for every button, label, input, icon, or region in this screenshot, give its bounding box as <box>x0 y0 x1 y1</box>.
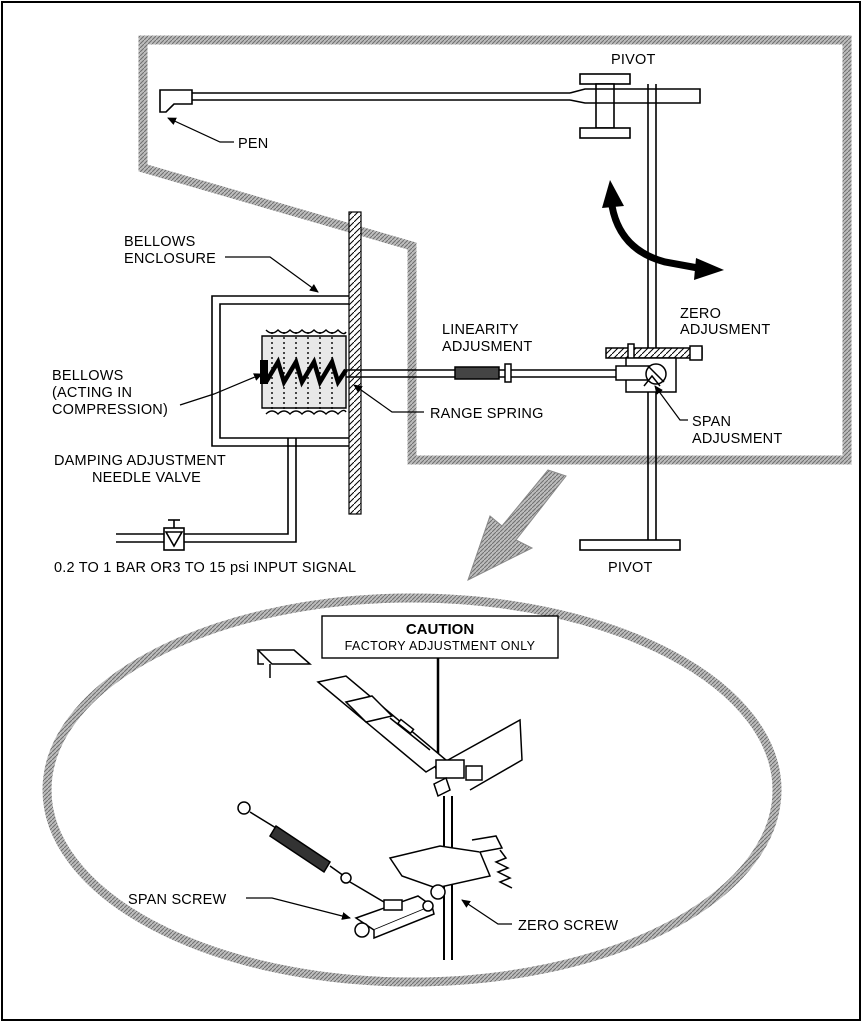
top-leader-lines <box>167 117 688 421</box>
linkage-rod <box>346 363 640 383</box>
detail-mechanism <box>237 649 523 960</box>
linearity-label-1: LINEARITY <box>442 322 519 338</box>
range-spring <box>264 356 348 388</box>
pivot-top-label: PIVOT <box>611 52 656 68</box>
zero-adjust-label-1: ZERO <box>680 306 721 322</box>
damping-label-1: DAMPING ADJUSTMENT <box>54 453 226 469</box>
span-screw-label: SPAN SCREW <box>128 892 227 908</box>
pivot-shaft <box>647 84 657 540</box>
pen-label: PEN <box>238 136 268 152</box>
detail-pointer-arrow <box>467 469 567 581</box>
bellows-enclosure <box>211 295 349 447</box>
rotation-arrow <box>602 180 724 280</box>
bellows-label-2: (ACTING IN <box>52 385 132 401</box>
input-pipe <box>116 438 297 543</box>
pivot-bottom-label: PIVOT <box>608 560 653 576</box>
caution-subtitle: FACTORY ADJUSTMENT ONLY <box>345 639 536 653</box>
span-adjust-label-1: SPAN <box>692 414 731 430</box>
detail-highlight-outline <box>138 35 852 465</box>
caution-box <box>321 615 559 659</box>
bellows-end-block <box>260 360 268 384</box>
top-pivot-bearing <box>579 73 631 139</box>
pen-arm <box>159 88 701 113</box>
span-adjust-label-2: ADJUSMENT <box>692 431 782 447</box>
caution-title: CAUTION <box>406 621 474 638</box>
bellows-label-1: BELLOWS <box>52 368 124 384</box>
zero-span-assembly <box>605 343 703 393</box>
bellows-enclosure-label-2: ENCLOSURE <box>124 251 216 267</box>
mounting-wall <box>348 211 362 515</box>
zero-adjust-label-2: ADJUSMENT <box>680 322 770 338</box>
damping-label-2: NEEDLE VALVE <box>92 470 201 486</box>
bottom-pivot-plate <box>579 539 681 551</box>
detail-leader-lines <box>246 897 512 925</box>
bellows-label-3: COMPRESSION) <box>52 402 168 418</box>
detail-ellipse <box>42 593 782 987</box>
bellows-enclosure-label-1: BELLOWS <box>124 234 196 250</box>
needle-valve <box>163 519 185 551</box>
input-signal-label: 0.2 TO 1 BAR OR3 TO 15 psi INPUT SIGNAL <box>54 560 356 576</box>
linearity-label-2: ADJUSMENT <box>442 339 532 355</box>
range-spring-label: RANGE SPRING <box>430 406 544 422</box>
zero-screw-label: ZERO SCREW <box>518 918 618 934</box>
